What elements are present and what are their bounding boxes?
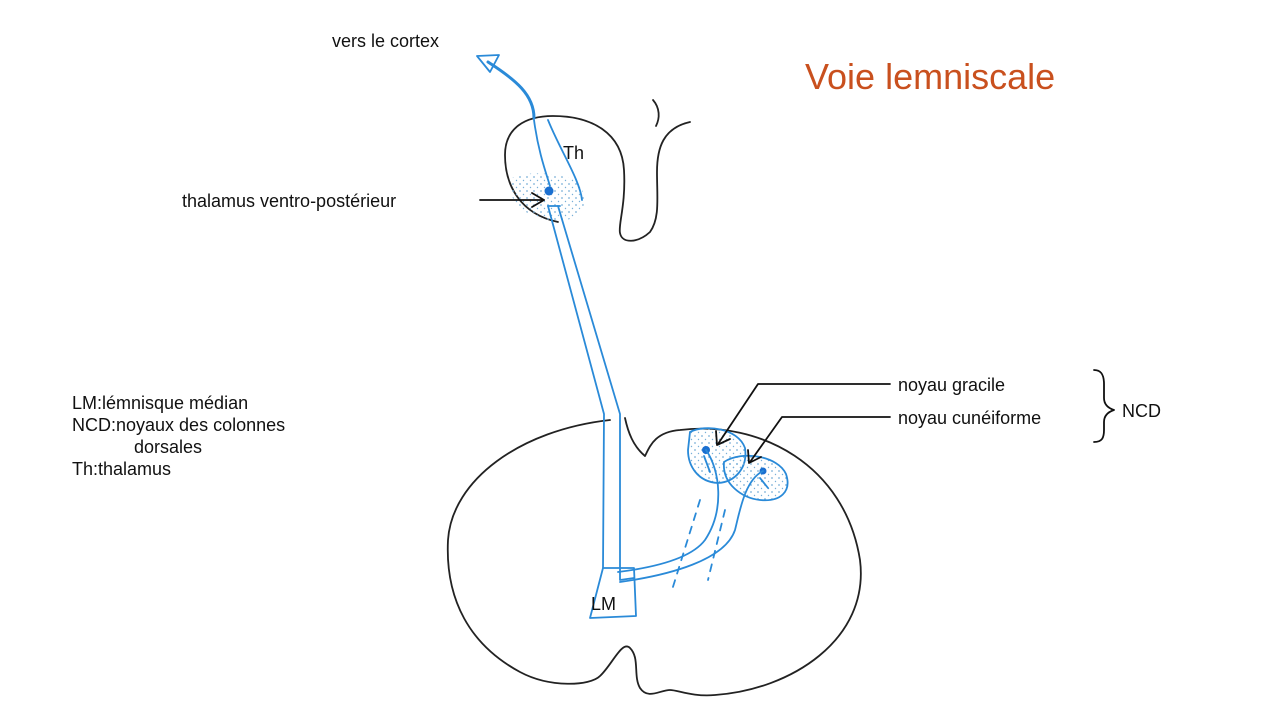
thalamus-vp-label: thalamus ventro-postérieur — [182, 191, 396, 211]
gracile-to-lm-fiber — [617, 449, 720, 573]
legend-line-ncd-cont: dorsales — [134, 437, 203, 457]
cuneate-pointer — [749, 416, 891, 463]
cortex-fiber — [486, 60, 536, 120]
legend-line-lm: LM:lémnisque médian — [72, 393, 249, 413]
thalamic-neuron-body — [544, 186, 554, 196]
ventro-posterior-region — [510, 173, 585, 221]
medulla-section: LM — [446, 417, 862, 697]
cuneate-to-lm-fiber — [619, 470, 764, 583]
incoming-fiber-1 — [671, 499, 701, 591]
legend-line-th: Th:thalamus — [72, 459, 172, 479]
thalamic-fiber-loop — [533, 119, 583, 201]
cuneate-label: noyau cunéiforme — [898, 408, 1041, 428]
ncd-curly-brace-icon — [1093, 369, 1115, 443]
gracile-arrow-head-icon — [715, 430, 731, 446]
lm-label: LM — [591, 594, 616, 614]
lemniscus-tract-left — [547, 205, 605, 569]
lemniscus-tract-right — [557, 205, 635, 581]
abbreviation-legend: LM:lémnisque médian NCD:noyaux des colon… — [72, 392, 285, 480]
gracile-dendrite — [703, 455, 711, 473]
incoming-fiber-2 — [707, 509, 726, 581]
thalamus-notch — [652, 99, 660, 127]
legend-line-ncd: NCD:noyaux des colonnes — [72, 415, 286, 435]
pathway-fibers — [476, 54, 769, 583]
thalamus-vp-arrow-head-icon — [531, 192, 545, 208]
medulla-outline — [446, 417, 862, 697]
cuneate-nucleus — [723, 454, 789, 502]
cuneate-arrow-head-icon — [747, 449, 762, 464]
cortex-label: vers le cortex — [332, 31, 439, 51]
thalamus-short-label: Th — [563, 143, 584, 163]
cortex-arrow-head-icon — [476, 54, 500, 73]
thalamus-section: Th — [504, 99, 691, 242]
annotation-pointers — [479, 192, 1115, 464]
diagram-title: Voie lemniscale — [805, 56, 1055, 97]
ncd-label: NCD — [1122, 401, 1161, 421]
cuneate-dendrite — [759, 477, 769, 489]
gracile-label: noyau gracile — [898, 375, 1005, 395]
gracile-pointer — [717, 383, 891, 445]
lm-box — [589, 567, 637, 619]
thalamus-outline — [504, 115, 691, 242]
